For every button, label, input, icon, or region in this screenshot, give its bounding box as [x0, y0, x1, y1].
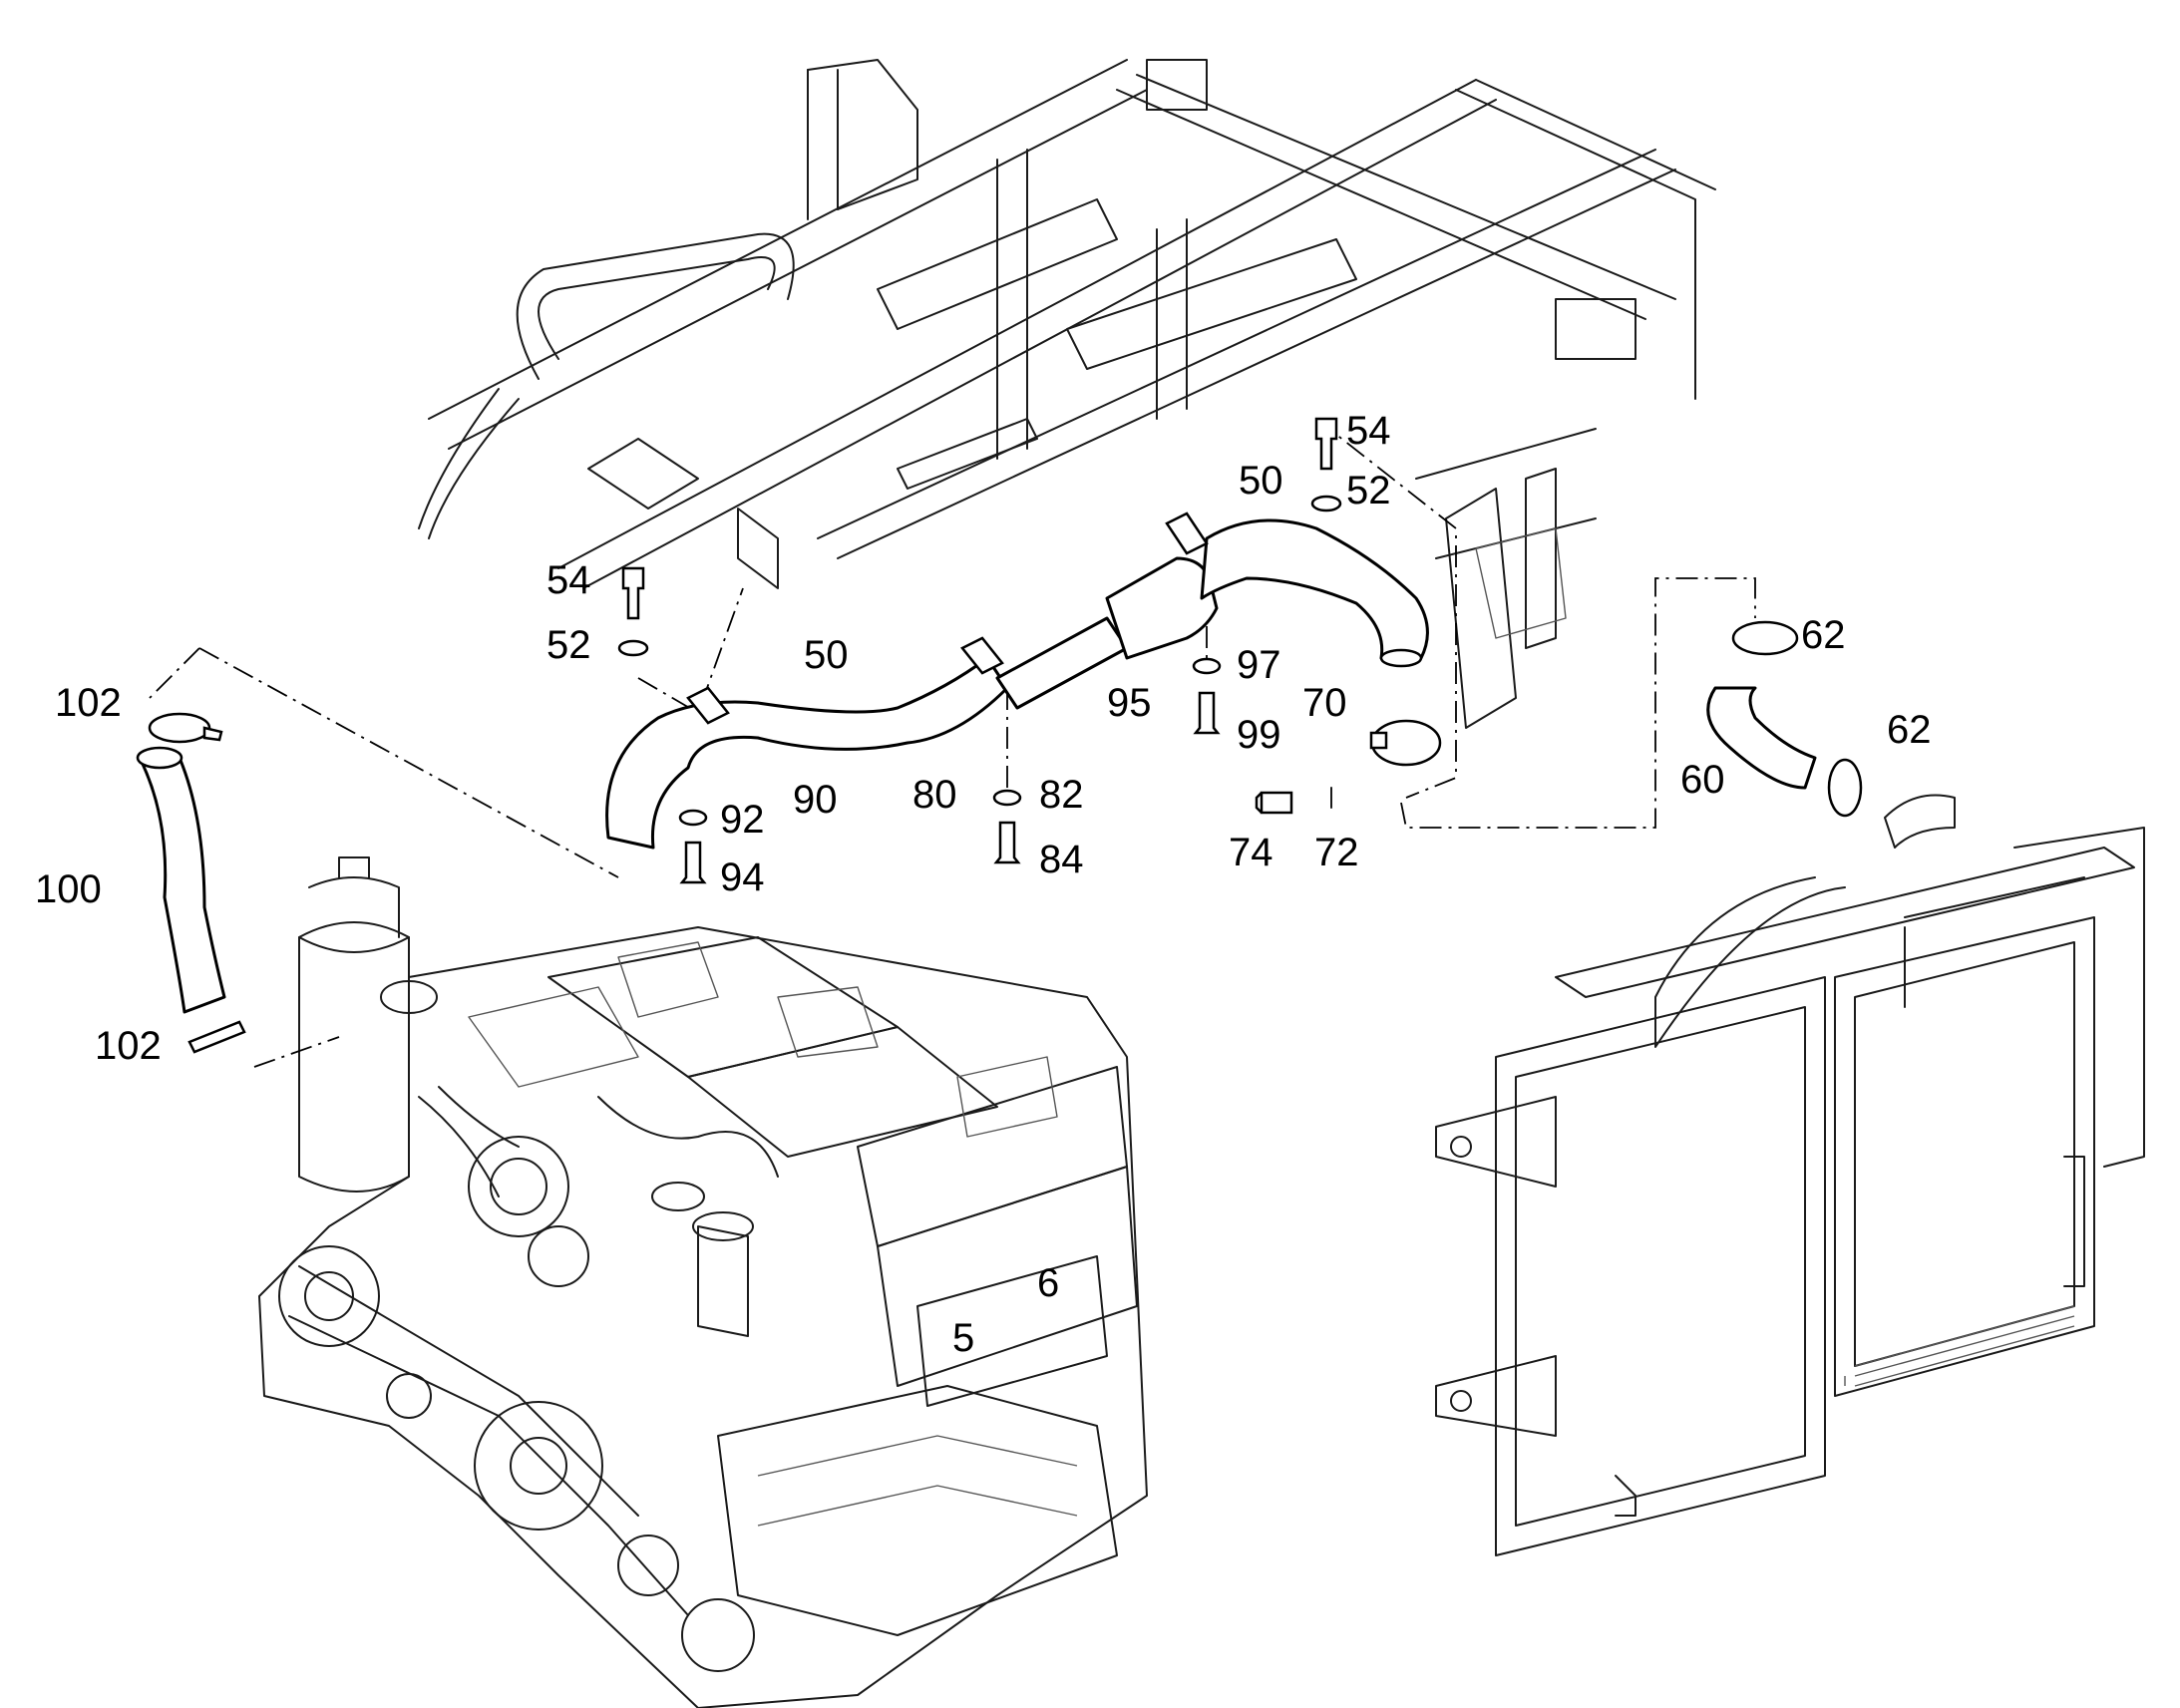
label-95: 95 — [1107, 681, 1152, 725]
bolt-54-left — [621, 566, 645, 620]
label-50-left: 50 — [804, 633, 849, 677]
label-90: 90 — [793, 778, 838, 822]
hose-100 — [138, 756, 226, 1014]
label-102-upper: 102 — [55, 681, 122, 725]
label-62-lower: 62 — [1887, 708, 1932, 752]
label-60: 60 — [1680, 758, 1725, 802]
fasteners — [617, 417, 1342, 884]
clamp-95 — [1165, 512, 1209, 555]
hose-100-end — [136, 746, 183, 770]
label-99: 99 — [1237, 713, 1281, 757]
leader-lines — [149, 418, 1756, 1068]
washer-97 — [1192, 657, 1222, 675]
engine-block — [258, 856, 1148, 1708]
radiator — [1435, 794, 2145, 1556]
bolt-74 — [1255, 791, 1293, 815]
label-52-left: 52 — [546, 623, 591, 667]
vehicle-frame — [418, 59, 1716, 729]
washer-82 — [992, 789, 1022, 807]
label-92: 92 — [720, 798, 765, 842]
bolt-94 — [679, 841, 707, 884]
label-100: 100 — [35, 867, 102, 911]
washer-52-right — [1310, 495, 1342, 512]
label-54-right: 54 — [1346, 409, 1391, 453]
washer-52-left — [617, 639, 649, 657]
cylinder-6-number: 6 — [1037, 1261, 1059, 1305]
bolt-54-right — [1314, 417, 1338, 471]
label-70: 70 — [1302, 681, 1347, 725]
label-97: 97 — [1237, 643, 1281, 687]
pipe-50-right — [1200, 518, 1429, 660]
clamp-62-lower — [1827, 758, 1863, 818]
clamp-62-upper — [1731, 620, 1799, 656]
label-102-lower: 102 — [95, 1024, 162, 1068]
label-94: 94 — [720, 855, 765, 899]
label-52-right: 52 — [1346, 469, 1391, 512]
clamp-80 — [960, 636, 1004, 675]
connector-102 — [187, 1020, 246, 1054]
clamp-90 — [686, 686, 730, 725]
label-82: 82 — [1039, 773, 1084, 817]
bolt-99 — [1193, 691, 1221, 735]
label-54-left: 54 — [546, 558, 591, 602]
label-74: 74 — [1229, 831, 1273, 874]
label-50-right: 50 — [1239, 459, 1283, 503]
cylinder-5-number: 5 — [952, 1316, 974, 1360]
part-labels: 54 52 50 102 100 102 92 90 94 80 82 84 9… — [35, 409, 1932, 1068]
bolt-84 — [993, 821, 1021, 864]
clamp-102 — [148, 712, 211, 744]
label-62-upper: 62 — [1801, 613, 1846, 657]
label-84: 84 — [1039, 838, 1084, 881]
hose-60 — [1706, 686, 1817, 790]
label-72: 72 — [1314, 831, 1359, 874]
washer-92 — [678, 809, 708, 827]
label-80: 80 — [912, 773, 957, 817]
muffler-95-body — [1105, 556, 1219, 660]
